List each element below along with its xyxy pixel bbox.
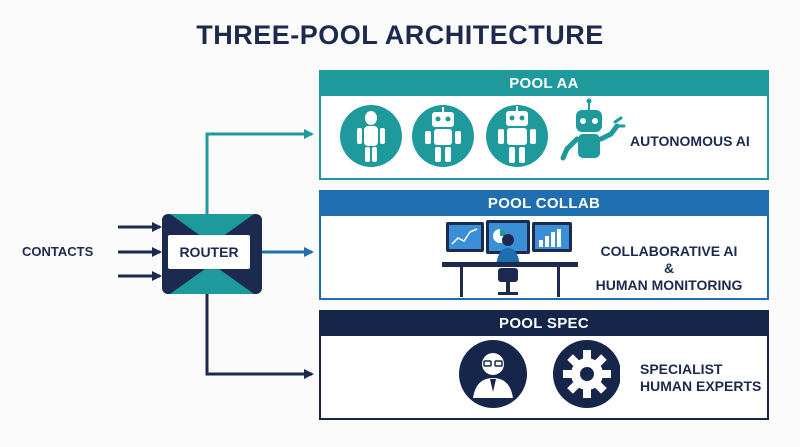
pool-spec-icons xyxy=(459,340,620,408)
pool-spec-header: POOL SPEC xyxy=(321,312,767,336)
page-title: THREE-POOL ARCHITECTURE xyxy=(196,20,604,50)
gear-icon xyxy=(553,340,620,408)
pool-collab-label-line-1: COLLABORATIVE AI & xyxy=(600,243,738,276)
pool-spec-label: SPECIALIST HUMAN EXPERTS xyxy=(640,361,761,395)
pool-collab-header: POOL COLLAB xyxy=(321,192,767,216)
pool-spec-label-line-1: SPECIALIST xyxy=(640,361,723,377)
pool-aa-icons xyxy=(340,98,626,167)
pool-aa-label: AUTONOMOUS AI xyxy=(630,133,750,149)
expert-person-icon xyxy=(459,340,527,408)
robot-icon xyxy=(486,105,548,167)
pool-collab-label: COLLABORATIVE AI & HUMAN MONITORING xyxy=(594,243,744,294)
contacts-label: CONTACTS xyxy=(22,244,94,259)
router-label: ROUTER xyxy=(179,244,239,260)
pool-spec: POOL SPEC xyxy=(319,310,769,420)
contacts-arrows xyxy=(118,222,162,281)
connector-to-pool-spec xyxy=(205,292,314,379)
robot-arm-icon xyxy=(560,98,626,161)
connector-to-pool-aa xyxy=(205,129,314,216)
robot-icon xyxy=(412,105,474,167)
pool-collab-label-line-2: HUMAN MONITORING xyxy=(595,277,743,293)
pool-spec-label-line-2: HUMAN EXPERTS xyxy=(640,378,762,394)
pool-aa-header: POOL AA xyxy=(321,72,767,96)
operator-workstation-icon xyxy=(442,220,578,297)
router-node xyxy=(162,214,262,294)
humanoid-robot-icon xyxy=(340,105,402,167)
